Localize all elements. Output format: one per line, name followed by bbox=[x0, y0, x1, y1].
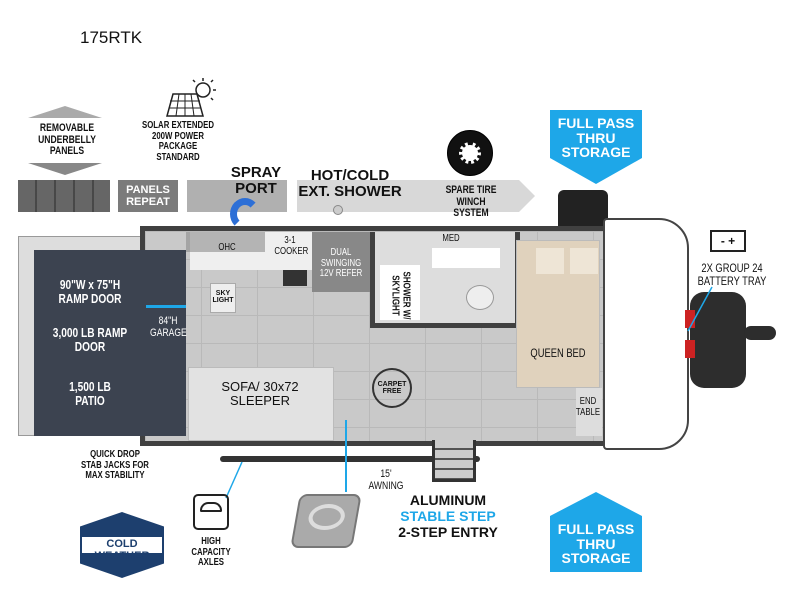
end-table-label: END TABLE bbox=[575, 396, 601, 418]
ohc-label: OHC bbox=[218, 242, 236, 253]
front-cap bbox=[603, 218, 689, 450]
spray-port-label: SPRAY PORT bbox=[230, 164, 282, 197]
cold-weather-badge: COLD WEATHER bbox=[80, 512, 164, 578]
solar-panel-icon bbox=[166, 78, 216, 117]
garage-label: 84"H GARAGE bbox=[150, 315, 187, 339]
awning-line bbox=[345, 420, 347, 492]
front-storage bbox=[558, 190, 608, 226]
axle bbox=[220, 456, 480, 462]
step-label-3: 2-STEP ENTRY bbox=[398, 524, 498, 540]
shower-head-icon bbox=[333, 205, 343, 215]
battery-icon: - + bbox=[710, 230, 746, 252]
queen-bed-label: QUEEN BED bbox=[530, 346, 586, 360]
underbelly-panels bbox=[18, 180, 110, 212]
band-arrow-icon bbox=[519, 180, 535, 212]
pillow bbox=[570, 248, 598, 274]
ohc bbox=[186, 232, 265, 252]
tongue-jack bbox=[690, 292, 746, 388]
panels-repeat-label: PANELS REPEAT bbox=[126, 184, 170, 208]
pillow bbox=[536, 248, 564, 274]
cooker bbox=[283, 270, 307, 286]
storage-front-arrow: FULL PASS THRU STORAGE bbox=[550, 110, 642, 161]
ramp-door-size: 90"W x 75"H RAMP DOOR bbox=[58, 277, 122, 306]
sink bbox=[432, 248, 500, 268]
down-arrow-icon bbox=[550, 158, 642, 184]
refrigerator bbox=[312, 232, 370, 292]
sofa-label: SOFA/ 30x72 SLEEPER bbox=[221, 379, 299, 408]
carpet-free-label: CARPET FREE bbox=[377, 381, 407, 396]
shower-label: SHOWER W/ SKYLIGHT bbox=[390, 271, 412, 320]
garage-floor bbox=[34, 250, 186, 436]
end-table bbox=[576, 388, 602, 436]
underbelly-label: REMOVABLE UNDERBELLY PANELS bbox=[38, 122, 96, 158]
axles-label: HIGH CAPACITY AXLES bbox=[191, 536, 231, 568]
storage-rear-label: FULL PASS THRU STORAGE bbox=[557, 521, 635, 567]
hitch bbox=[744, 326, 776, 340]
step-label-1: ALUMINUM bbox=[409, 492, 487, 508]
down-arrow-icon bbox=[28, 163, 102, 175]
awning-label: 15' AWNING bbox=[368, 468, 404, 492]
med-label: MED bbox=[442, 233, 460, 244]
cooker-label: 3-1 COOKER bbox=[274, 235, 309, 257]
battery bbox=[685, 340, 695, 358]
scale-icon bbox=[193, 494, 229, 530]
axle-pointer-line bbox=[225, 461, 243, 499]
model-title: 175RTK bbox=[80, 28, 143, 47]
panels-repeat-box: PANELS REPEAT bbox=[118, 180, 178, 212]
shower bbox=[380, 265, 420, 320]
ext-shower-label: HOT/COLD EXT. SHOWER bbox=[298, 167, 402, 200]
garage-arrow-icon bbox=[146, 305, 186, 308]
toilet-icon bbox=[466, 285, 494, 310]
spray-hose-icon bbox=[230, 198, 260, 230]
skylight bbox=[210, 283, 236, 313]
battery-tray-label: 2X GROUP 24 BATTERY TRAY bbox=[697, 261, 767, 288]
tie-down-icon bbox=[290, 494, 362, 548]
skylight-label: SKY LIGHT bbox=[212, 290, 234, 305]
storage-front-label: FULL PASS THRU STORAGE bbox=[557, 115, 635, 161]
up-arrow-icon bbox=[28, 106, 102, 118]
up-arrow-icon bbox=[550, 492, 642, 516]
refer-label: DUAL SWINGING 12V REFER bbox=[319, 247, 363, 279]
battery-pointer-line bbox=[687, 286, 713, 332]
solar-label: SOLAR EXTENDED 200W POWER PACKAGE STANDA… bbox=[142, 120, 214, 163]
patio-label: 1,500 LB PATIO bbox=[69, 379, 111, 408]
sofa bbox=[188, 367, 334, 441]
carpet-free-badge bbox=[372, 368, 412, 408]
ramp-door-weight: 3,000 LB RAMP DOOR bbox=[52, 325, 128, 354]
cold-weather-label: COLD WEATHER bbox=[82, 537, 162, 561]
battery bbox=[685, 310, 695, 328]
stab-jacks-label: QUICK DROP STAB JACKS FOR MAX STABILITY bbox=[81, 449, 149, 481]
step-label-2: STABLE STEP bbox=[400, 508, 496, 524]
spare-tire-label: SPARE TIRE WINCH SYSTEM bbox=[445, 184, 497, 220]
spare-tire-icon bbox=[447, 130, 493, 176]
storage-rear-arrow: FULL PASS THRU STORAGE bbox=[550, 516, 642, 572]
entry-step bbox=[432, 440, 476, 482]
